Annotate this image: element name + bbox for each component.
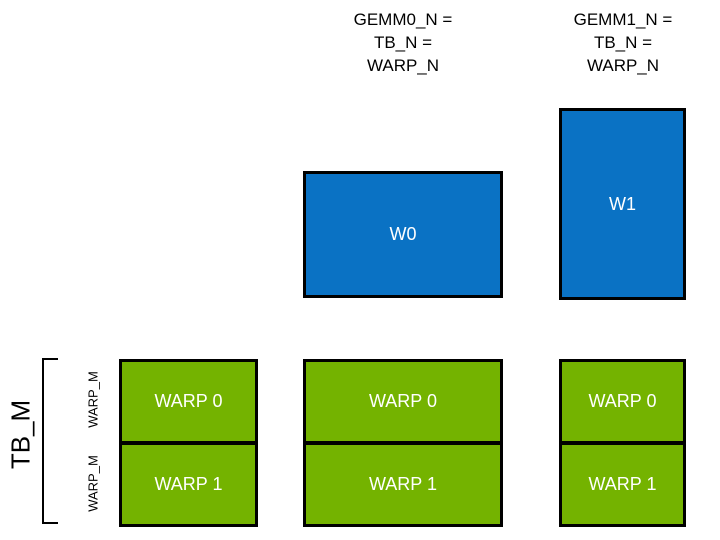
column-header-gemm1: GEMM1_N = TB_N = WARP_N — [573, 10, 673, 75]
warp-cell: WARP 0 — [303, 359, 503, 444]
warp-cell: WARP 1 — [303, 442, 503, 527]
column-header-gemm0: GEMM0_N = TB_N = WARP_N — [353, 10, 453, 75]
tb-m-bracket — [42, 358, 58, 524]
warp-column-left: WARP 0 WARP 1 — [119, 359, 258, 527]
warp-column-right: WARP 0 WARP 1 — [559, 359, 686, 527]
warp-cell: WARP 0 — [119, 359, 258, 444]
warp-block-w1: W1 — [559, 108, 686, 300]
warp-m-axis-label-top: WARP_M — [85, 371, 101, 428]
warp-block-w0: W0 — [303, 171, 503, 298]
warp-cell: WARP 1 — [559, 442, 686, 527]
warp-column-middle: WARP 0 WARP 1 — [303, 359, 503, 527]
warp-m-axis-label-bottom: WARP_M — [85, 455, 101, 512]
tb-m-axis-label: TB_M — [5, 399, 36, 470]
warp-cell: WARP 1 — [119, 442, 258, 527]
warp-cell: WARP 0 — [559, 359, 686, 444]
